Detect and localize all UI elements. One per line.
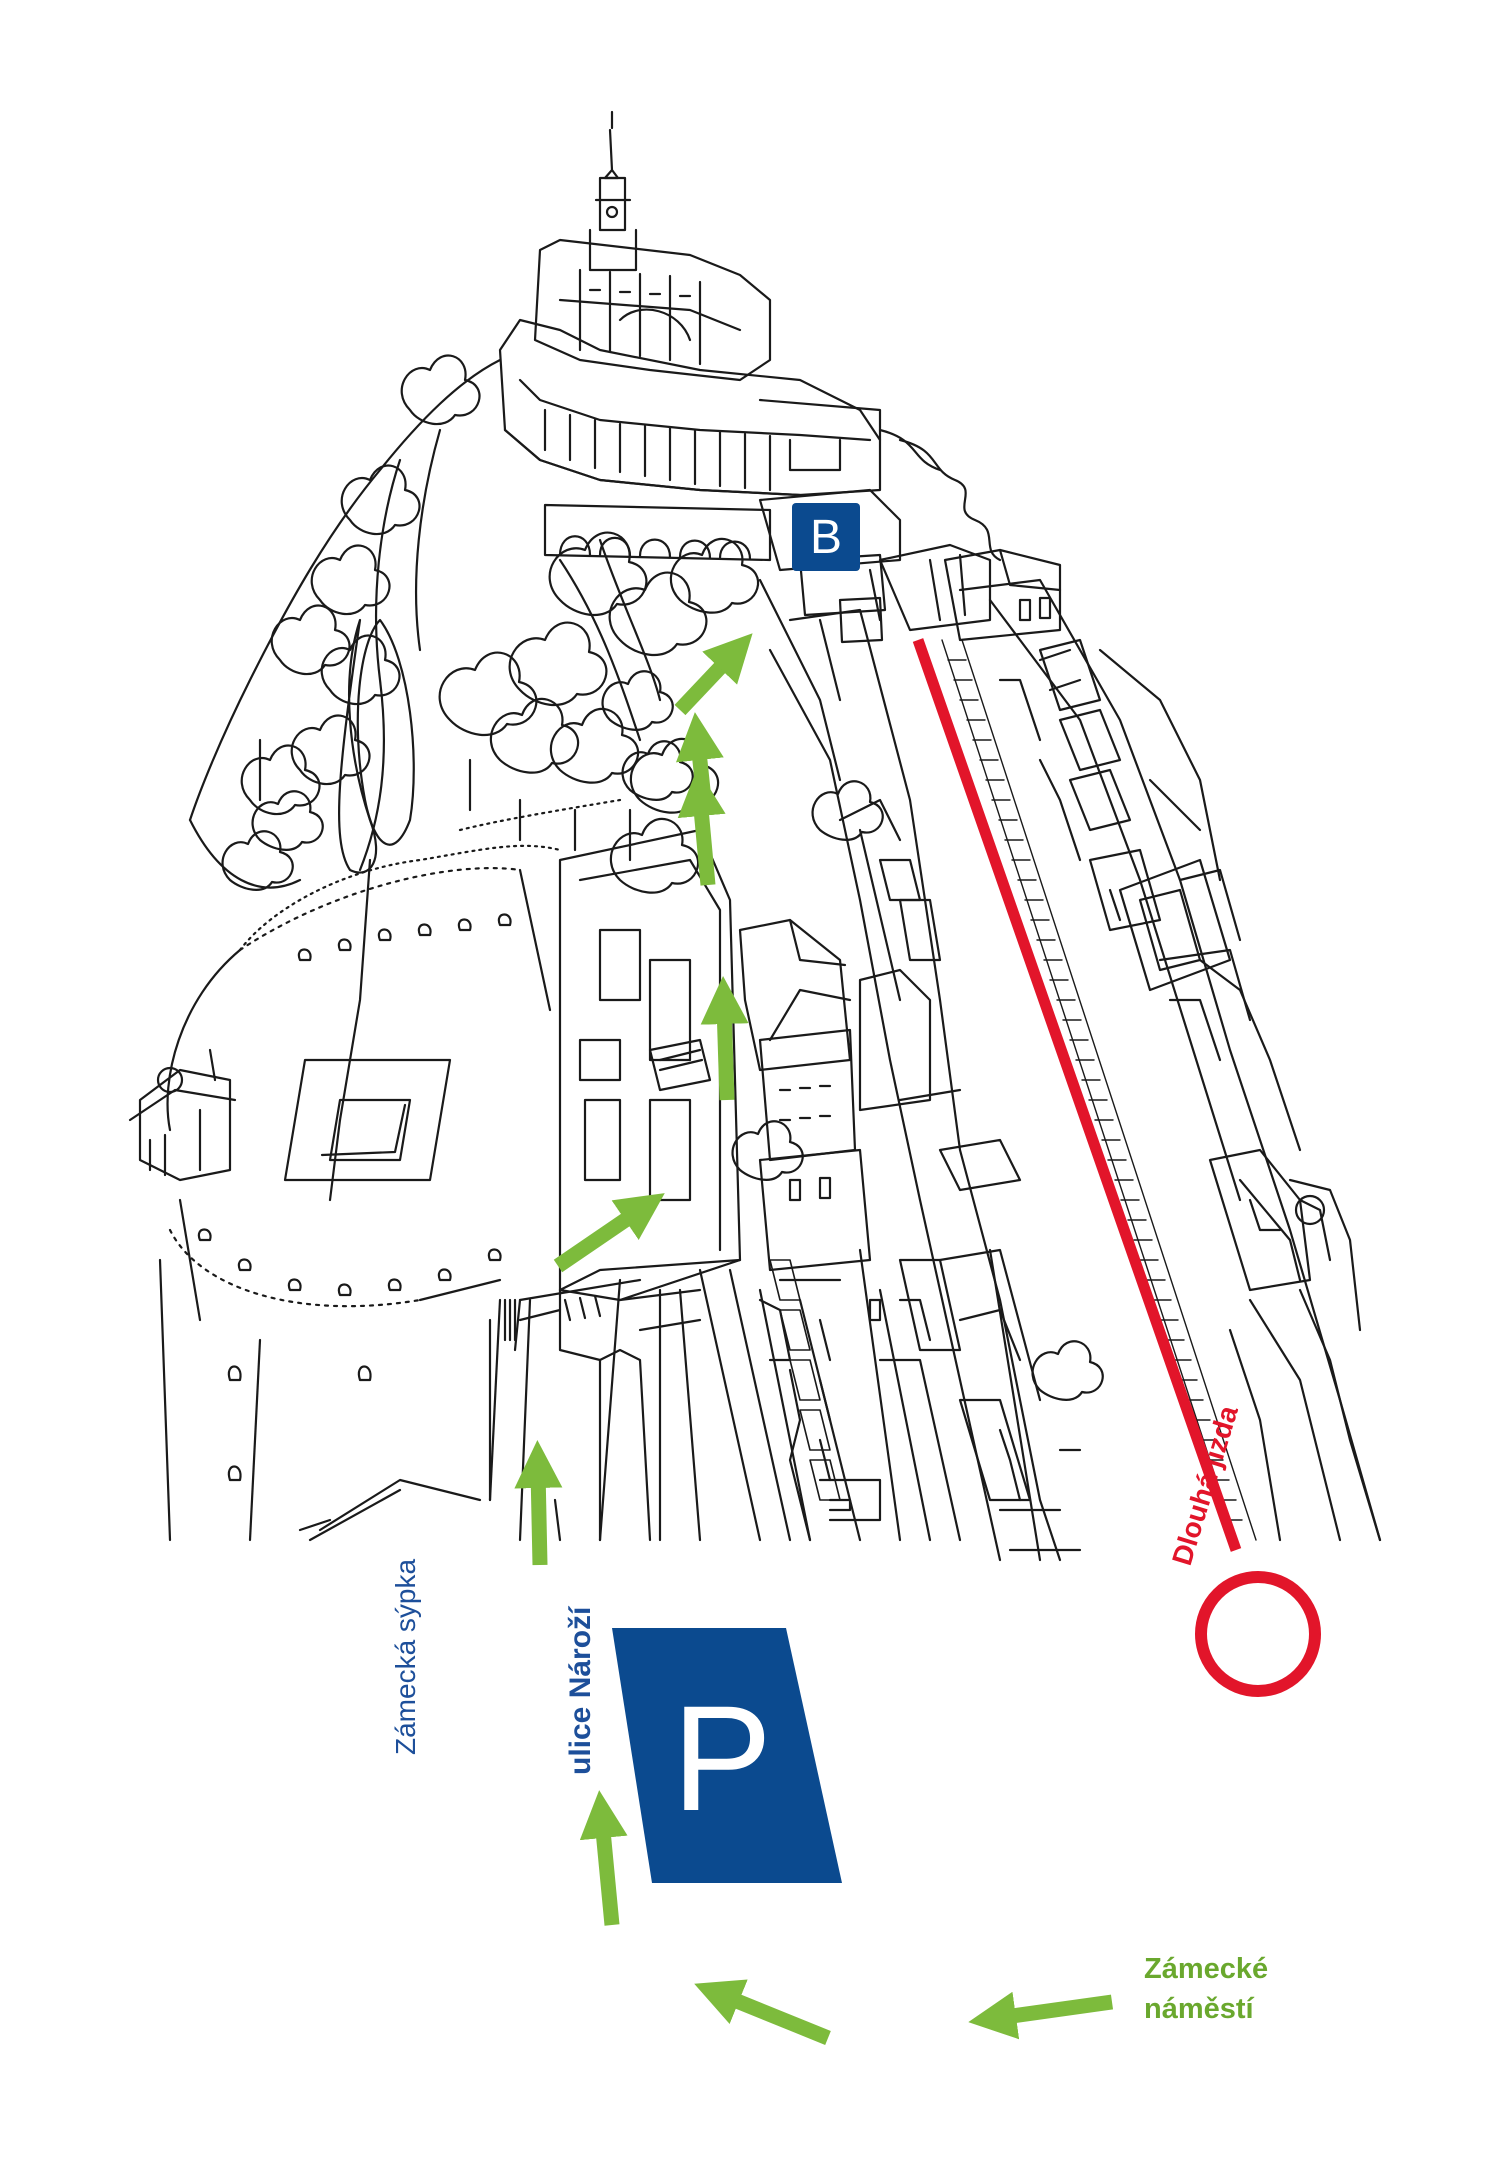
route-arrow-icon-5 [553,1193,665,1273]
arcade-sketch [543,503,772,562]
upper-castle-sketch [533,238,772,382]
dlouha-jizda-route-line [912,638,1242,1552]
route-arrow-icon-3 [579,1790,628,1926]
route-arrow-icon-6 [700,976,749,1101]
route-arrow-icon-9 [674,633,753,716]
garden-terrace-sketch [158,867,552,1542]
route-arrow-icon-1 [968,1991,1114,2040]
route-arrow-icon-7 [677,768,726,886]
stone-wall-sketch [769,1259,841,1501]
route-arrow-icon-4 [514,1440,563,1566]
tree-sketches [221,354,1104,1401]
parking-letter: P [672,1674,772,1842]
parking-sign[interactable] [612,1628,842,1883]
castle-sketch [128,110,1382,1562]
garden-tree-sketches [197,913,512,1482]
zamecke-namesti-label-line2: náměstí [1144,1993,1255,2025]
lot-lines-sketch [518,1278,702,1542]
granary-walls-sketch [298,1298,522,1542]
castle-wing-sketch [498,318,882,497]
gate-complex-sketch [758,488,1062,782]
destination-ring-icon[interactable] [1195,1571,1321,1697]
building-b-letter: B [810,511,842,564]
gabled-houses-sketch [738,918,932,1272]
lower-walls-sketch [503,1248,1082,1562]
ulice-narozi-label: ulice Nároží [564,1605,597,1775]
hillside-sketch [188,358,662,889]
building-b-sign[interactable] [792,503,860,571]
rail-pattern-sketch [941,639,1257,1541]
zamecka-sypka-label: Zámecká sýpka [390,1559,421,1755]
zamecke-namesti-label-line1: Zámecké [1144,1953,1268,1985]
route-arrows [514,633,1114,2045]
route-arrow-icon-8 [675,712,724,791]
route-arrow-icon-2 [694,1979,831,2045]
park-oval-sketch [356,618,415,846]
right-buildings-sketch [958,578,1382,1542]
pavilion-sketch [128,1048,237,1182]
tower-sketch [588,110,638,272]
bottom-right-sketch [1208,1148,1382,1542]
